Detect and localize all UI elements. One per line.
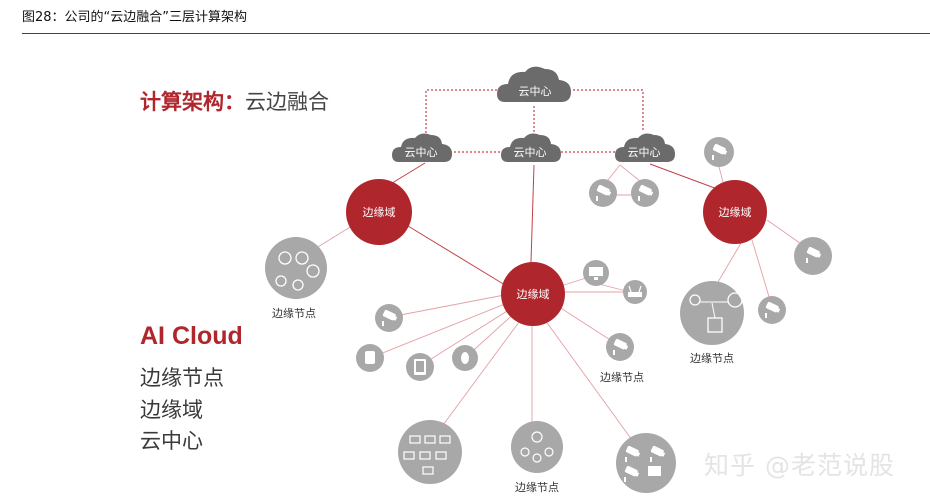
- cloud-left-label: 云中心: [405, 146, 438, 159]
- edge-domain-left-label: 边缘域: [363, 206, 396, 219]
- node-group-right: [680, 281, 744, 345]
- tablet-device: [406, 353, 434, 381]
- edge-domain-right-label: 边缘域: [719, 206, 752, 219]
- monitor-device: [583, 260, 609, 286]
- architecture-heading: 计算架构：云边融合: [140, 86, 329, 116]
- cloud-left: 云中心: [392, 133, 452, 162]
- node-label-left: 边缘节点: [272, 307, 316, 320]
- node-group-bottom-left: [398, 420, 462, 484]
- cloud-mid: 云中心: [501, 133, 561, 162]
- node-label-center-right: 边缘节点: [600, 371, 644, 384]
- node-group-left: [265, 237, 327, 299]
- cloud-top: 云中心: [497, 66, 571, 103]
- edge-links: [383, 162, 721, 286]
- camera-right-low: [758, 296, 786, 324]
- node-group-bottom-right: [616, 433, 676, 493]
- layer-edge-node: 边缘节点: [140, 366, 224, 390]
- edge-domain-left: 边缘域: [346, 179, 412, 245]
- node-label-right: 边缘节点: [690, 352, 734, 365]
- heading-rest: 云边融合: [245, 90, 329, 114]
- camera-cluster-left: [589, 179, 617, 207]
- camera-cluster-right: [631, 179, 659, 207]
- camera-center-left: [375, 304, 403, 332]
- node-group-bottom-center: [511, 421, 563, 473]
- heading-bold: 计算架构：: [140, 90, 245, 114]
- figure-title: 图28：公司的“云边融合”三层计算架构: [22, 10, 248, 25]
- edge-domain-center: 边缘域: [501, 262, 565, 326]
- cloud-right: 云中心: [615, 133, 675, 162]
- edge-domain-center-label: 边缘域: [517, 288, 550, 301]
- camera-right-top: [704, 137, 734, 167]
- cloud-top-label: 云中心: [519, 85, 552, 98]
- router-device: [623, 280, 647, 304]
- watermark: 知乎 @老范说股: [704, 451, 895, 480]
- node-label-bottom: 边缘节点: [515, 481, 559, 494]
- title-divider: [22, 33, 930, 34]
- brand-title: AI Cloud: [140, 322, 243, 350]
- watch-device: [356, 344, 384, 372]
- camera-center-right: [606, 333, 634, 361]
- cloud-right-label: 云中心: [628, 146, 661, 159]
- camera-right-far: [794, 237, 832, 275]
- cloud-links: [425, 89, 644, 153]
- edge-domain-right: 边缘域: [703, 180, 767, 244]
- layer-edge-domain: 边缘域: [140, 398, 203, 422]
- wearable-device: [452, 345, 478, 371]
- cloud-mid-label: 云中心: [514, 146, 547, 159]
- layer-cloud-center: 云中心: [140, 429, 203, 453]
